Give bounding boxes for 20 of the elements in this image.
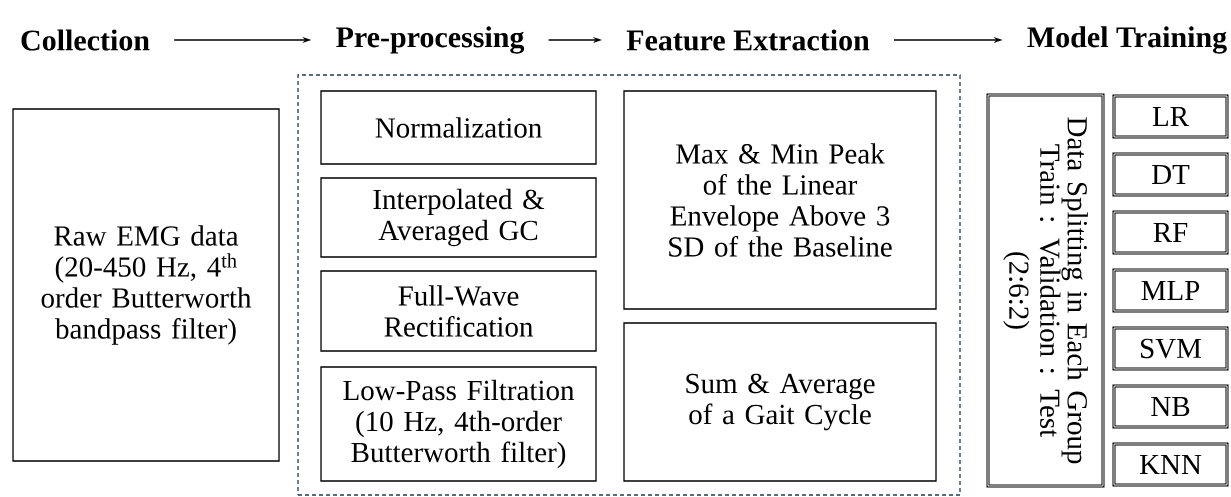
stage-heading: Collection	[21, 29, 150, 51]
process-box: Interpolated & Averaged GC	[320, 177, 597, 258]
process-box: Raw EMG data (20-450 Hz, 4$^{th}$ order Butterworth bandpass filter)	[12, 108, 280, 462]
process-box: Sum & Average of a Gait Cycle	[623, 322, 937, 482]
process-box: Full-Wave Rectification	[320, 270, 597, 352]
process-box: Max & Min Peak of the Linear Envelope Above 3 SD of the Baseline	[623, 90, 937, 310]
model-box: RF	[1112, 210, 1229, 255]
stage-heading: Model Training	[1027, 26, 1227, 54]
stage-heading: Pre-processing	[336, 26, 525, 54]
model-box: KNN	[1112, 442, 1229, 487]
model-box: DT	[1112, 152, 1229, 197]
stage-heading: Feature Extraction	[626, 29, 870, 51]
model-box: MLP	[1112, 268, 1229, 313]
process-box: Low-Pass Filtration (10 Hz, 4th-order Butterworth filter)	[320, 366, 597, 482]
dashed-group-box	[297, 74, 961, 496]
model-box: SVM	[1112, 326, 1229, 371]
model-box: LR	[1112, 94, 1229, 139]
model-box: NB	[1112, 384, 1229, 429]
data-splitting-box: Data Splitting in Each Group Train : Validation : Test (2:6:2)	[986, 93, 1105, 488]
process-box: Normalization	[320, 90, 597, 165]
